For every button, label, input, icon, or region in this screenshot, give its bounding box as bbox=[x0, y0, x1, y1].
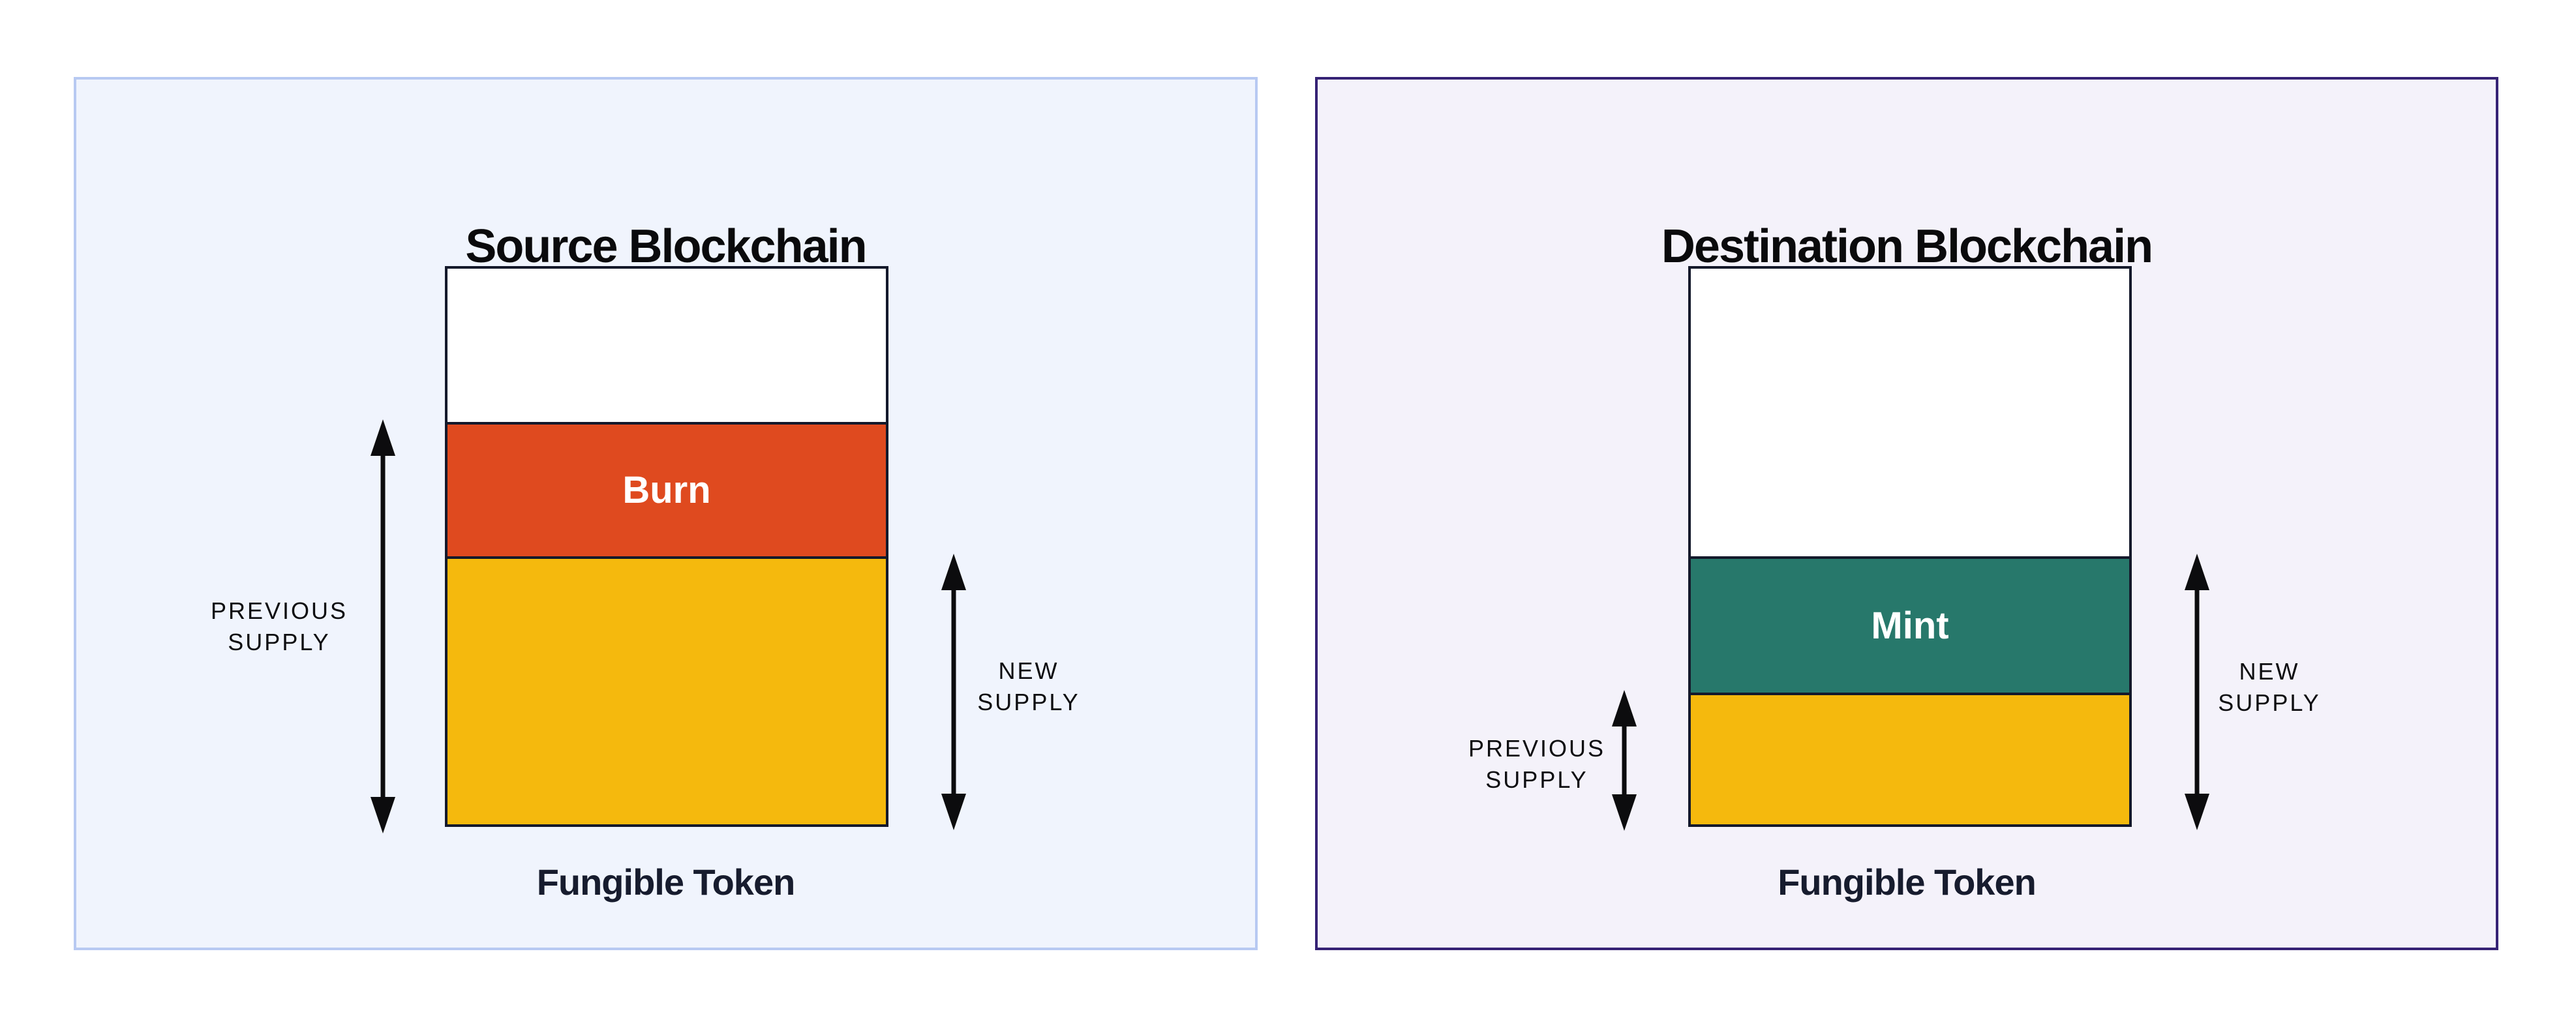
source-previous-supply-label: PREVIOUS SUPPLY bbox=[149, 595, 410, 658]
destination-previous-label-line1: PREVIOUS bbox=[1468, 735, 1606, 762]
destination-previous-supply-label: PREVIOUS SUPPLY bbox=[1406, 733, 1667, 796]
source-previous-label-line1: PREVIOUS bbox=[210, 597, 348, 624]
source-empty-segment bbox=[447, 269, 886, 422]
source-caption: Fungible Token bbox=[536, 861, 796, 903]
destination-blockchain-panel: Destination Blockchain Mint PREVIOUS SUP… bbox=[1315, 77, 2498, 950]
destination-new-label-line2: SUPPLY bbox=[2218, 689, 2321, 716]
source-blockchain-panel: Source Blockchain Burn PREVIOUS SUPPLY bbox=[74, 77, 1258, 950]
source-supply-segment bbox=[447, 556, 886, 824]
destination-new-label-line1: NEW bbox=[2239, 658, 2300, 685]
source-new-label-line2: SUPPLY bbox=[977, 689, 1080, 715]
destination-empty-segment bbox=[1691, 269, 2129, 556]
source-new-label-line1: NEW bbox=[998, 657, 1059, 684]
burn-segment-label: Burn bbox=[622, 469, 711, 511]
destination-new-supply-arrow bbox=[2185, 554, 2209, 830]
source-new-supply-arrow bbox=[941, 554, 966, 830]
destination-token-bar: Mint bbox=[1688, 266, 2132, 827]
destination-supply-segment bbox=[1691, 693, 2129, 824]
source-token-bar: Burn bbox=[445, 266, 888, 827]
destination-new-supply-label: NEW SUPPLY bbox=[2139, 656, 2400, 719]
destination-panel-title: Destination Blockchain bbox=[1661, 220, 2153, 273]
source-new-supply-label: NEW SUPPLY bbox=[898, 655, 1159, 718]
destination-previous-label-line2: SUPPLY bbox=[1485, 766, 1588, 793]
burn-segment: Burn bbox=[447, 422, 886, 556]
destination-caption: Fungible Token bbox=[1778, 861, 2037, 903]
source-panel-title: Source Blockchain bbox=[465, 220, 867, 273]
source-previous-label-line2: SUPPLY bbox=[228, 629, 331, 655]
source-previous-supply-arrow bbox=[371, 419, 395, 833]
mint-segment-label: Mint bbox=[1871, 604, 1949, 647]
mint-segment: Mint bbox=[1691, 556, 2129, 693]
destination-previous-supply-arrow bbox=[1612, 690, 1637, 831]
